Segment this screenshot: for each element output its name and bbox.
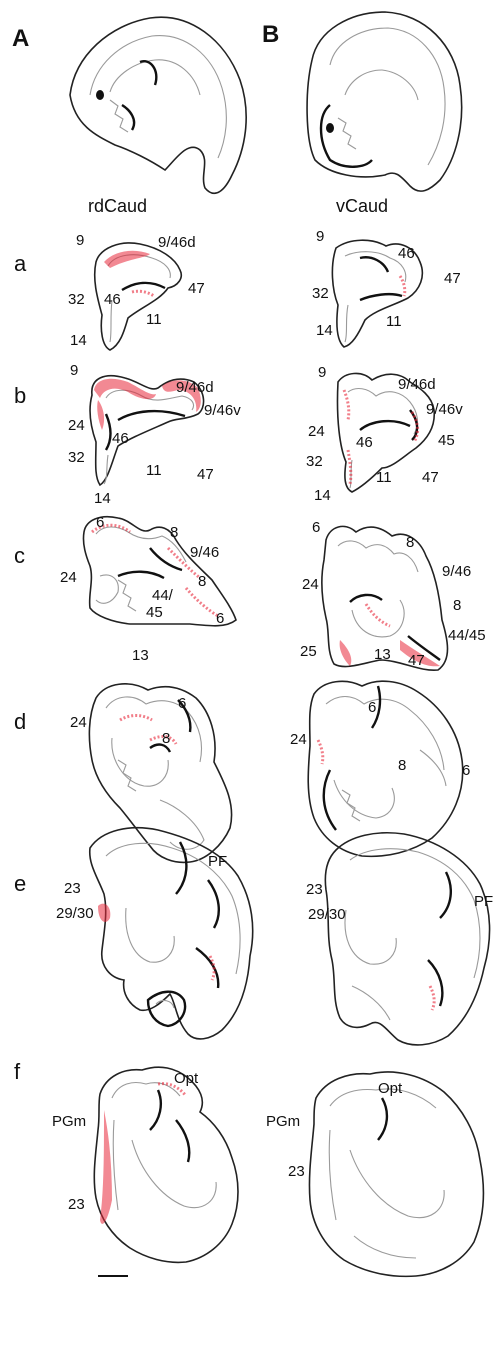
label-c-left-946: 9/46 <box>190 544 219 561</box>
label-a-left-9: 9 <box>76 232 84 249</box>
section-d-right <box>308 681 462 856</box>
label-c-left-13: 13 <box>132 647 149 664</box>
label-d-right-24: 24 <box>290 731 307 748</box>
label-b-right-9: 9 <box>318 364 326 381</box>
label-f-left-pgm: PGm <box>52 1113 86 1130</box>
label-c-left-8b: 8 <box>198 573 206 590</box>
label-c-right-8: 8 <box>406 534 414 551</box>
panel-letter-a: A <box>12 25 29 52</box>
label-a-left-32: 32 <box>68 291 85 308</box>
caption-vcaud: vCaud <box>336 196 388 216</box>
panel-letter-b: B <box>262 21 279 48</box>
label-b-left-946d: 9/46d <box>176 379 214 396</box>
label-b-left-46: 46 <box>112 430 129 447</box>
section-f-left <box>94 1067 238 1262</box>
label-b-right-32: 32 <box>306 453 323 470</box>
label-c-right-4445: 44/45 <box>448 627 486 644</box>
label-a-left-46: 46 <box>104 291 121 308</box>
label-d-left-24: 24 <box>70 714 87 731</box>
label-b-left-32: 32 <box>68 449 85 466</box>
row-letter-f: f <box>14 1059 21 1084</box>
row-letter-c: c <box>14 543 25 568</box>
section-d-left <box>89 684 231 862</box>
label-e-right-2930: 29/30 <box>308 906 346 923</box>
label-c-left-6b: 6 <box>216 610 224 627</box>
label-a-left-47: 47 <box>188 280 205 297</box>
label-a-right-46: 46 <box>398 245 415 262</box>
label-e-left-pf: PF <box>208 853 227 870</box>
label-b-right-946d: 9/46d <box>398 376 436 393</box>
label-f-right-opt: Opt <box>378 1080 403 1097</box>
label-c-right-47: 47 <box>408 652 425 669</box>
label-e-right-23: 23 <box>306 881 323 898</box>
label-a-right-32: 32 <box>312 285 329 302</box>
label-c-right-24: 24 <box>302 576 319 593</box>
label-c-right-946: 9/46 <box>442 563 471 580</box>
label-c-right-8b: 8 <box>453 597 461 614</box>
label-c-left-8: 8 <box>170 524 178 541</box>
label-e-left-23: 23 <box>64 880 81 897</box>
section-A-reference <box>70 17 246 193</box>
label-a-left-946d: 9/46d <box>158 234 196 251</box>
label-f-left-23: 23 <box>68 1196 85 1213</box>
label-b-right-45: 45 <box>438 432 455 449</box>
label-b-right-946v: 9/46v <box>426 401 463 418</box>
label-b-left-9: 9 <box>70 362 78 379</box>
label-d-right-6: 6 <box>368 699 376 716</box>
label-a-right-14: 14 <box>316 322 333 339</box>
label-c-left-6: 6 <box>96 514 104 531</box>
section-e-left <box>90 828 253 1039</box>
label-a-left-11: 11 <box>146 311 162 328</box>
row-letter-b: b <box>14 383 26 408</box>
row-letter-d: d <box>14 709 26 734</box>
label-c-right-13: 13 <box>374 646 391 663</box>
label-b-left-946v: 9/46v <box>204 402 241 419</box>
label-c-right-25: 25 <box>300 643 317 660</box>
label-b-left-11: 11 <box>146 462 162 479</box>
label-b-right-46: 46 <box>356 434 373 451</box>
section-B-reference <box>307 12 462 191</box>
row-letter-e: e <box>14 871 26 896</box>
label-b-left-24: 24 <box>68 417 85 434</box>
section-f-right <box>309 1072 483 1276</box>
label-d-left-6: 6 <box>178 695 186 712</box>
label-b-left-14: 14 <box>94 490 111 507</box>
label-c-left-45: 45 <box>146 604 163 621</box>
label-d-left-8: 8 <box>162 730 170 747</box>
label-a-right-9: 9 <box>316 228 324 245</box>
caption-rdcaud: rdCaud <box>88 196 147 216</box>
label-e-right-pf: PF <box>474 893 493 910</box>
label-f-left-opt: Opt <box>174 1070 199 1087</box>
label-b-right-24: 24 <box>308 423 325 440</box>
label-c-left-24: 24 <box>60 569 77 586</box>
label-b-left-47: 47 <box>197 466 214 483</box>
label-a-right-11: 11 <box>386 313 402 330</box>
label-a-right-47: 47 <box>444 270 461 287</box>
label-c-left-44: 44/ <box>152 587 174 604</box>
label-a-left-14: 14 <box>70 332 87 349</box>
section-e-right <box>325 833 489 1045</box>
label-d-right-8: 8 <box>398 757 406 774</box>
label-e-left-2930: 29/30 <box>56 905 94 922</box>
label-f-right-pgm: PGm <box>266 1113 300 1130</box>
label-b-right-47: 47 <box>422 469 439 486</box>
row-letter-a: a <box>14 251 27 276</box>
label-f-right-23: 23 <box>288 1163 305 1180</box>
label-c-right-6: 6 <box>312 519 320 536</box>
label-b-right-14: 14 <box>314 487 331 504</box>
label-d-right-6b: 6 <box>462 762 470 779</box>
label-b-right-11: 11 <box>376 469 392 486</box>
